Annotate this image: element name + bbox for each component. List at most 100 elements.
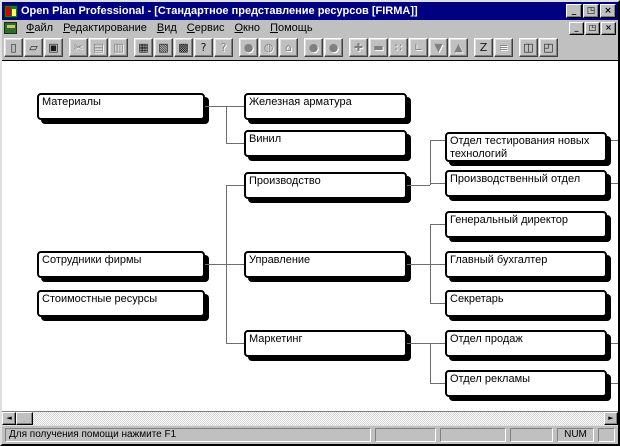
toolbar-group: ✂▤▥ [69,38,128,57]
tree-node-iron-fittings[interactable]: Железная арматура [244,93,407,120]
connector-line [226,143,244,144]
step-button[interactable]: ∟ [409,38,428,57]
status-message: Для получения помощи нажмите F1 [5,428,371,442]
restore-button[interactable]: ◳ [583,4,599,18]
toolbar: ▯▱▣✂▤▥▦▧▩??●◍⌂●●✚▬∷∟▼▲Z≡◫◰ [2,36,618,60]
menu-edit[interactable]: Редактирование [63,22,147,34]
document-icon[interactable] [4,22,17,34]
table-plus-button[interactable]: ▩ [174,38,193,57]
document-window-controls: _◳× [569,21,616,35]
print-preview-button[interactable]: ▧ [154,38,173,57]
context-help-button[interactable]: ? [214,38,233,57]
node-circle-button[interactable]: ● [304,38,323,57]
tree-node-secretary[interactable]: Секретарь [445,290,607,317]
num-lock-indicator: NUM [557,428,594,442]
remove-button[interactable]: ▬ [369,38,388,57]
connector-line [430,343,431,383]
node-circle2-button[interactable]: ● [324,38,343,57]
status-panel-3 [440,428,506,442]
zoom-z-button[interactable]: Z [474,38,493,57]
status-panel-2 [375,428,436,442]
connector-line [205,264,244,265]
document-close-button[interactable]: × [601,21,616,35]
toolbar-group: ▦▧▩?? [134,38,233,57]
print-button[interactable]: ▦ [134,38,153,57]
tile-windows-button[interactable]: ◫ [519,38,538,57]
menu-window[interactable]: Окно [234,22,261,34]
connector-line [430,183,445,184]
tree-node-company-staff[interactable]: Сотрудники фирмы [37,251,205,278]
toolbar-group: ●◍⌂ [239,38,298,57]
copy-button[interactable]: ▤ [89,38,108,57]
window-controls: _◳× [566,4,616,18]
connector-line [407,185,430,186]
connector-line [430,303,445,304]
paste-button[interactable]: ▥ [109,38,128,57]
connector-line [611,343,618,344]
cut-button[interactable]: ✂ [69,38,88,57]
connector-line [226,106,227,143]
toolbar-group: ▯▱▣ [4,38,63,57]
status-panel-4 [510,428,553,442]
connector-line [407,343,445,344]
tree-node-chief-accountant[interactable]: Главный бухгалтер [445,251,607,278]
minimize-button[interactable]: _ [566,4,582,18]
scroll-right-button[interactable]: ► [604,412,618,425]
toolbar-separator [2,60,618,61]
help-button[interactable]: ? [194,38,213,57]
notes-button[interactable]: ≡ [494,38,513,57]
menu-help[interactable]: Помощь [270,22,313,34]
window-title: Open Plan Professional - [Стандартное пр… [21,5,418,17]
tree-node-production[interactable]: Производство [244,172,407,199]
status-bar: Для получения помощи нажмите F1 NUM [2,425,618,444]
link-button[interactable]: ∷ [389,38,408,57]
save-button[interactable]: ▣ [44,38,63,57]
horizontal-scrollbar[interactable]: ◄ ► [2,411,618,425]
tree-node-ads-dept[interactable]: Отдел рекламы [445,370,607,397]
connector-line [611,140,618,141]
connector-line [611,183,618,184]
tree-node-vinyl[interactable]: Винил [244,130,407,157]
resource-circle-button[interactable]: ● [239,38,258,57]
menu-items: Файл Редактирование Вид Сервис Окно Помощь [21,21,318,35]
tree-node-cost-resources[interactable]: Стоимостные ресурсы [37,290,205,317]
connector-line [611,383,618,384]
scrollbar-thumb[interactable] [16,412,33,425]
toolbar-group: ◫◰ [519,38,558,57]
close-button[interactable]: × [600,4,616,18]
toolbar-group: Z≡ [474,38,513,57]
move-up-button[interactable]: ▲ [449,38,468,57]
connector-line [226,343,244,344]
resource-detail-button[interactable]: ◍ [259,38,278,57]
add-button[interactable]: ✚ [349,38,368,57]
toolbar-group: ✚▬∷∟▼▲ [349,38,468,57]
tree-node-production-dept[interactable]: Производственный отдел [445,170,607,197]
menu-file[interactable]: Файл [26,22,54,34]
tree-node-sales-dept[interactable]: Отдел продаж [445,330,607,357]
connector-line [430,140,445,141]
scroll-left-button[interactable]: ◄ [2,412,16,425]
document-restore-button[interactable]: ◳ [585,21,600,35]
document-minimize-button[interactable]: _ [569,21,584,35]
menu-view[interactable]: Вид [156,22,177,34]
menu-service[interactable]: Сервис [186,22,225,34]
new-button[interactable]: ▯ [4,38,23,57]
tree-node-management[interactable]: Управление [244,251,407,278]
tree-node-materials[interactable]: Материалы [37,93,205,120]
connector-line [407,264,445,265]
scrollbar-track[interactable] [33,412,604,425]
title-bar: Open Plan Professional - [Стандартное пр… [2,2,618,20]
move-down-button[interactable]: ▼ [429,38,448,57]
connector-line [430,383,445,384]
connector-line [226,185,244,186]
status-panel-6 [598,428,615,442]
resource-arch-button[interactable]: ⌂ [279,38,298,57]
cascade-windows-button[interactable]: ◰ [539,38,558,57]
app-icon[interactable] [4,4,18,18]
tree-node-general-director[interactable]: Генеральный директор [445,211,607,238]
open-button[interactable]: ▱ [24,38,43,57]
tree-node-marketing[interactable]: Маркетинг [244,330,407,357]
tree-node-testing-dept[interactable]: Отдел тестирования новых технологий [445,132,607,162]
menu-bar: Файл Редактирование Вид Сервис Окно Помощь _◳… [2,20,618,36]
